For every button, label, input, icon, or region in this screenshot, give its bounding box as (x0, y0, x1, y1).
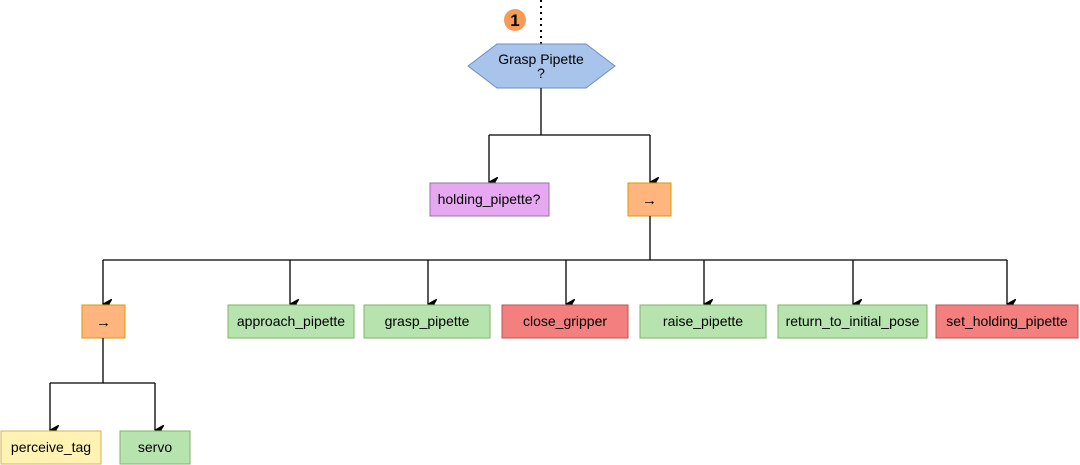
step-badge-circle (504, 9, 526, 31)
node-grasp-pipette[interactable]: grasp_pipette (363, 304, 491, 339)
node-servo[interactable]: servo (119, 430, 191, 465)
node-shape (639, 304, 767, 339)
node-shape (81, 304, 126, 339)
node-approach-pipette[interactable]: approach_pipette (227, 304, 355, 339)
node-perceive-tag[interactable]: perceive_tag (0, 430, 102, 465)
root-node-label: Grasp Pipette (498, 51, 584, 67)
step-badge: 1 (504, 9, 526, 31)
node-shape (429, 182, 550, 217)
root-node-grasp-pipette[interactable]: Grasp Pipette ? (467, 43, 616, 89)
node-shape (363, 304, 491, 339)
step-badge-label: 1 (510, 11, 519, 30)
node-label: raise_pipette (663, 313, 743, 329)
node-sequence-sub[interactable]: → (81, 304, 126, 339)
node-label: grasp_pipette (385, 313, 470, 329)
node-shape (227, 304, 355, 339)
root-node-question: ? (537, 65, 545, 81)
node-shape (935, 304, 1079, 339)
root-node-shape (467, 43, 616, 89)
node-label: perceive_tag (11, 439, 91, 455)
node-label: approach_pipette (237, 313, 345, 329)
sequence-arrow-icon: → (642, 192, 657, 209)
node-close-gripper[interactable]: close_gripper (501, 304, 629, 339)
node-label: return_to_initial_pose (786, 313, 920, 329)
node-label: close_gripper (523, 313, 607, 329)
node-holding-pipette-check[interactable]: holding_pipette? (429, 182, 550, 217)
node-shape (627, 182, 672, 217)
node-label: holding_pipette? (438, 191, 541, 207)
node-shape (119, 430, 191, 465)
node-shape (0, 430, 102, 465)
node-raise-pipette[interactable]: raise_pipette (639, 304, 767, 339)
node-shape (501, 304, 629, 339)
node-sequence-main[interactable]: → (627, 182, 672, 217)
sequence-arrow-icon: → (96, 314, 111, 331)
node-return-to-initial-pose[interactable]: return_to_initial_pose (777, 304, 928, 339)
node-set-holding-pipette[interactable]: set_holding_pipette (935, 304, 1079, 339)
node-shape (777, 304, 928, 339)
node-label: servo (138, 439, 172, 455)
node-label: set_holding_pipette (946, 313, 1068, 329)
